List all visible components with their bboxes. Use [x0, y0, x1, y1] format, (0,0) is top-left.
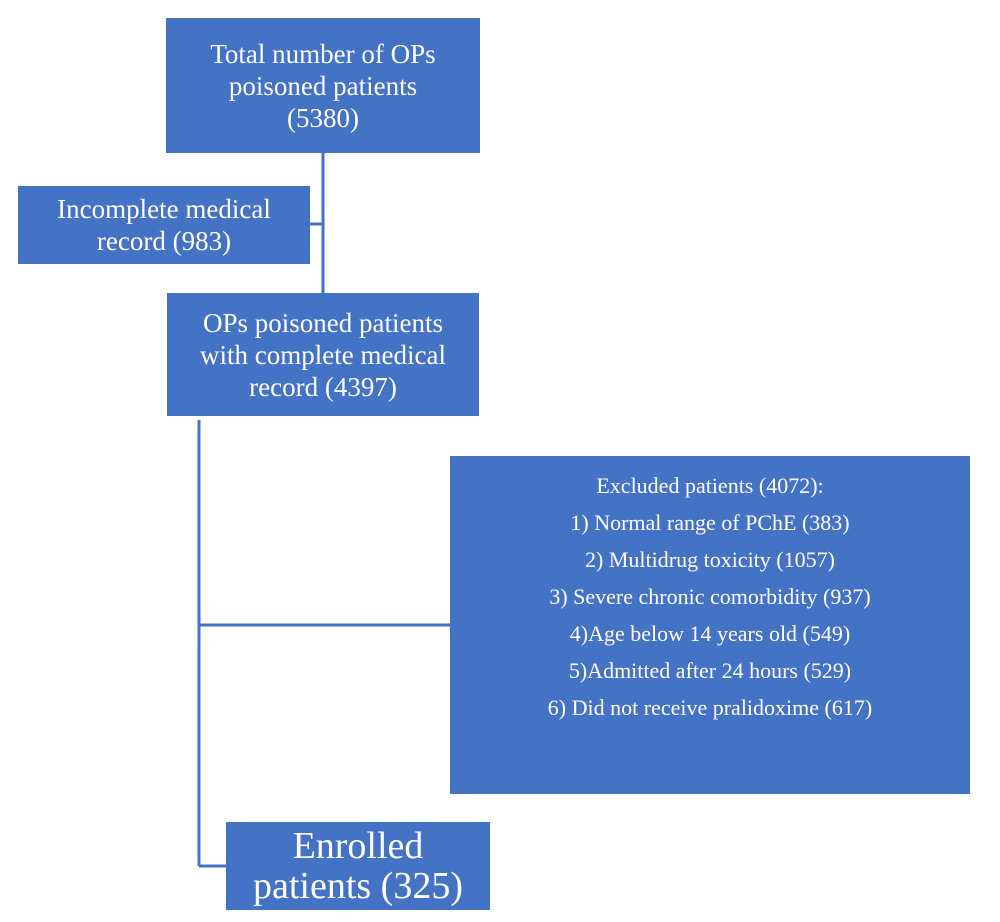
incomplete-line-1: Incomplete medical [57, 194, 271, 224]
total-line-3: (5380) [287, 102, 359, 133]
complete-line-3: record (4397) [249, 371, 397, 402]
complete-line-2: with complete medical [200, 339, 446, 370]
total-patients-box: Total number of OPs poisoned patients (5… [166, 18, 480, 153]
enrolled-line-1: Enrolled [292, 825, 424, 867]
excluded-reason-3: 3) Severe chronic comorbidity (937) [549, 584, 871, 609]
complete-line-1: OPs poisoned patients [203, 307, 443, 338]
incomplete-record-box: Incomplete medical record (983) [18, 186, 310, 264]
excluded-reason-2: 2) Multidrug toxicity (1057) [585, 547, 835, 572]
total-line-2: poisoned patients [228, 70, 418, 101]
excluded-heading: Excluded patients (4072): [596, 473, 824, 498]
excluded-reason-4: 4)Age below 14 years old (549) [569, 621, 851, 646]
excluded-reason-6: 6) Did not receive pralidoxime (617) [547, 695, 873, 720]
enrolled-line-2: patients (325) [252, 865, 463, 907]
excluded-reason-1: 1) Normal range of PChE (383) [570, 510, 850, 535]
incomplete-line-2: record (983) [96, 226, 232, 256]
enrolled-patients-box: Enrolled patients (325) [226, 822, 490, 910]
excluded-reason-5: 5)Admitted after 24 hours (529) [568, 658, 852, 683]
complete-record-box: OPs poisoned patients with complete medi… [167, 293, 479, 416]
total-line-1: Total number of OPs [210, 38, 436, 69]
excluded-patients-box: Excluded patients (4072): 1) Normal rang… [450, 456, 970, 794]
